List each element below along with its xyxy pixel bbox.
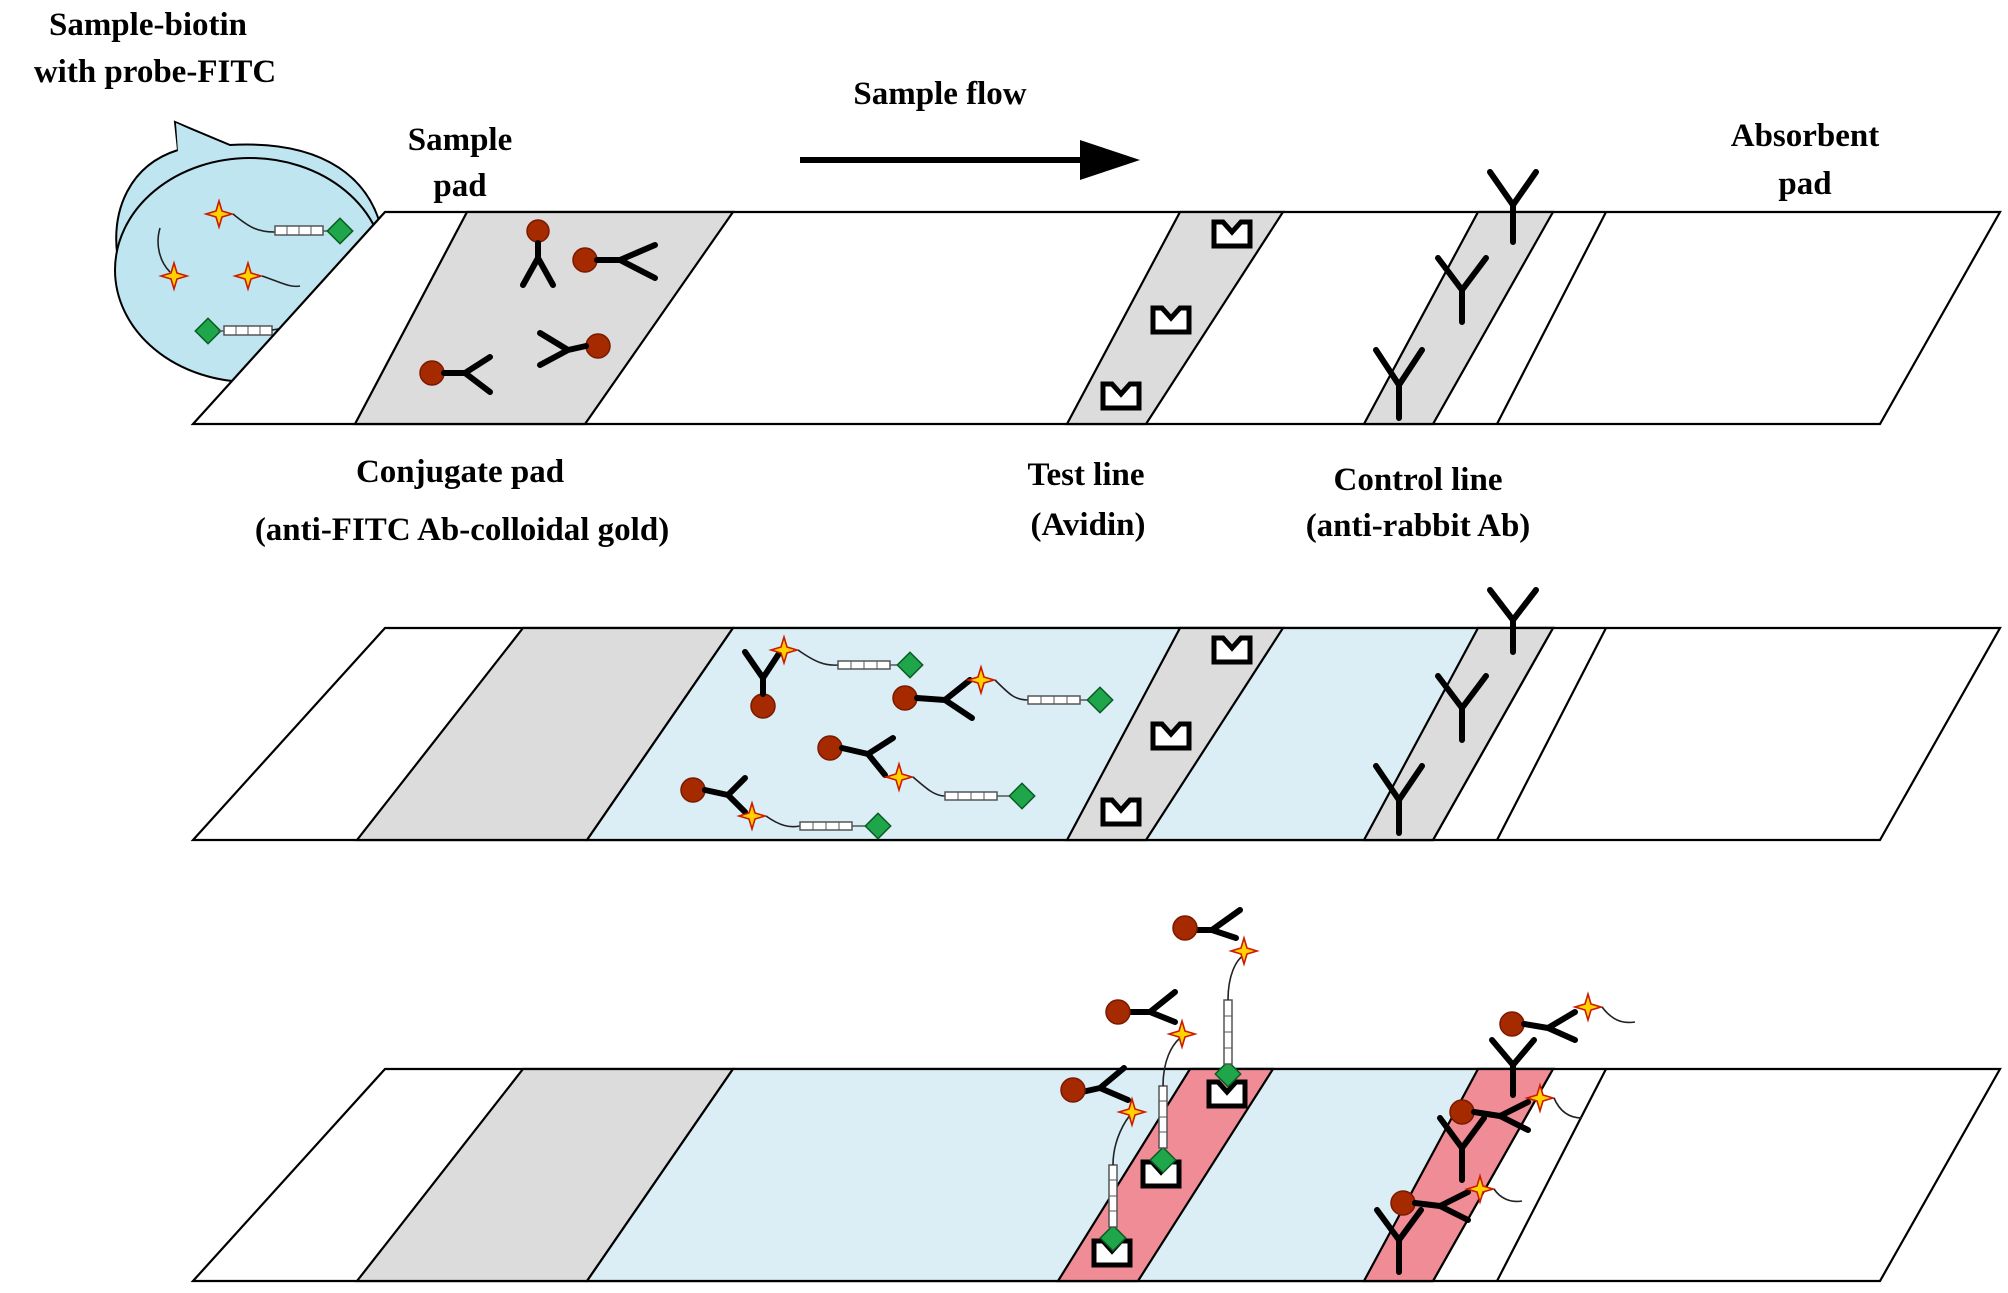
colloidal-gold-icon (1060, 1077, 1086, 1103)
absorbent-pad-label-line2: pad (1778, 166, 1831, 202)
biotin-diamond-icon (896, 651, 924, 679)
biotin-diamond-icon (1214, 1060, 1242, 1088)
sample-pad-label-line2: pad (433, 168, 486, 204)
sample-bubble-title: Sample-biotin with probe-FITC (34, 7, 276, 90)
colloidal-gold-icon (572, 247, 598, 273)
sample-title-line1: Sample-biotin (49, 7, 247, 43)
gold-antibody-conjugate (537, 330, 611, 368)
colloidal-gold-icon (680, 777, 706, 803)
fitc-star-icon (1574, 993, 1602, 1021)
gold-probe-complex (817, 735, 1036, 810)
antibody-icon (1435, 255, 1489, 325)
biotin-diamond-icon (1008, 782, 1036, 810)
absorbent-pad-label-line1: Absorbent (1731, 118, 1880, 154)
gold-antibody-conjugate (572, 242, 658, 281)
fitc-star-icon (1168, 1020, 1196, 1048)
strip-result (190, 907, 2002, 1283)
conjugate-pad-label-line1: Conjugate pad (356, 454, 564, 490)
biotin-diamond-icon (326, 217, 354, 245)
colloidal-gold-icon (526, 219, 550, 243)
absorbent-pad-boundary (1496, 211, 1607, 425)
control-line-label-line1: Control line (1334, 462, 1503, 498)
sample-flow-label: Sample flow (853, 76, 1026, 112)
gold-antibody-conjugate (520, 219, 556, 288)
antibody-icon (1487, 169, 1539, 245)
control-capture (1437, 1084, 1583, 1183)
biotin-diamond-icon (1086, 686, 1114, 714)
free-probe (157, 227, 188, 290)
free-probe (234, 262, 301, 290)
colloidal-gold-icon (419, 360, 445, 386)
captured-complex (1172, 907, 1258, 1106)
sample-pad-label-line1: Sample (408, 122, 513, 158)
flow-arrow-icon (800, 140, 1140, 180)
strip-flowing (190, 587, 2002, 842)
colloidal-gold-icon (1172, 915, 1198, 941)
conjugate-pad-label-line2: (anti-FITC Ab-colloidal gold) (255, 512, 669, 548)
colloidal-gold-icon (892, 685, 918, 711)
colloidal-gold-icon (1390, 1190, 1416, 1216)
colloidal-gold-icon (1449, 1099, 1475, 1125)
strip-initial (190, 169, 2002, 426)
gold-probe-complex (742, 636, 924, 719)
gold-probe-complex (680, 775, 892, 840)
antibody-icon (1435, 673, 1489, 743)
antibody-icon (1373, 763, 1425, 836)
colloidal-gold-icon (1499, 1011, 1525, 1037)
colloidal-gold-icon (1105, 999, 1131, 1025)
biotin-diamond-icon (1149, 1146, 1177, 1174)
colloidal-gold-icon (585, 333, 611, 359)
captured-complex (1060, 1065, 1146, 1265)
captured-complex (1105, 989, 1196, 1186)
biotin-diamond-icon (194, 317, 222, 345)
sample-title-line2: with probe-FITC (34, 54, 276, 90)
gold-probe-complex (892, 666, 1114, 721)
control-line-label-line2: (anti-rabbit Ab) (1306, 508, 1531, 544)
antibody-icon (1373, 347, 1425, 421)
control-capture (1374, 1175, 1523, 1275)
fitc-star-icon (1230, 937, 1258, 965)
test-line-label-line2: (Avidin) (1031, 507, 1146, 543)
colloidal-gold-icon (750, 693, 776, 719)
control-capture (1489, 993, 1636, 1098)
biotin-diamond-icon (864, 812, 892, 840)
gold-antibody-conjugate (419, 354, 493, 395)
test-line-label-line1: Test line (1027, 457, 1144, 493)
colloidal-gold-icon (817, 735, 843, 761)
biotin-diamond-icon (1099, 1224, 1127, 1252)
probe-molecule (205, 200, 354, 245)
antibody-icon (1487, 587, 1539, 655)
